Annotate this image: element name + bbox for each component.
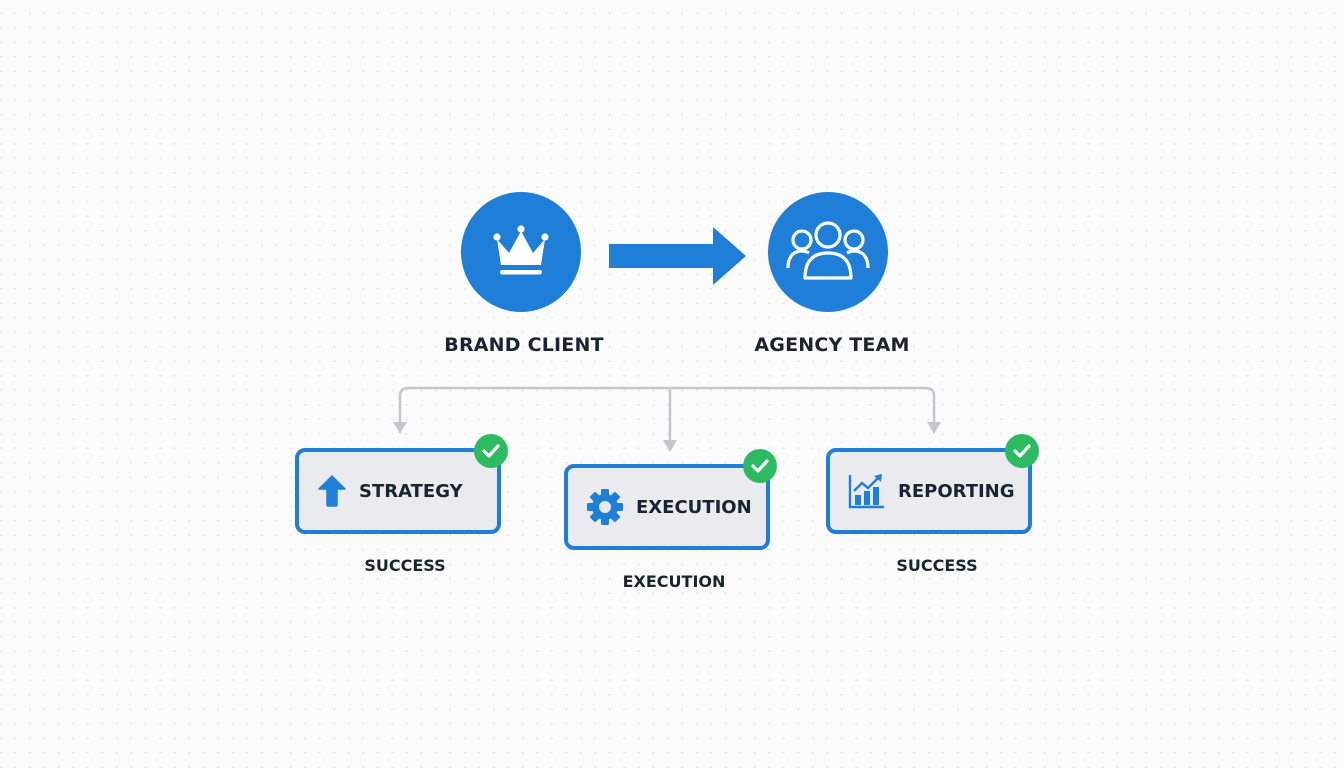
gear-icon — [587, 489, 623, 525]
users-group-icon — [786, 221, 870, 280]
crown-icon — [493, 225, 549, 275]
arrow-up-icon — [318, 475, 346, 507]
chart-growth-icon — [848, 474, 884, 509]
execution-caption: EXECUTION — [622, 572, 726, 591]
brand-client-label: BRAND CLIENT — [444, 334, 604, 356]
execution-card-label: EXECUTION — [636, 496, 752, 518]
agency-team-label: AGENCY TEAM — [754, 334, 910, 356]
execution-card[interactable]: EXECUTION — [564, 464, 770, 550]
connector-lines — [393, 386, 941, 442]
flow-arrow — [609, 227, 746, 285]
check-icon — [1005, 434, 1039, 468]
strategy-card[interactable]: STRATEGY — [295, 448, 501, 534]
arrowhead-strategy — [393, 422, 407, 434]
strategy-card-label: STRATEGY — [359, 480, 463, 502]
strategy-caption: SUCCESS — [364, 556, 446, 575]
agency-team-node — [768, 192, 888, 312]
check-icon — [743, 449, 777, 483]
reporting-card[interactable]: REPORTING — [826, 448, 1032, 534]
check-icon — [474, 434, 508, 468]
arrowhead-execution — [663, 440, 677, 452]
arrowhead-reporting — [927, 422, 941, 434]
reporting-caption: SUCCESS — [896, 556, 978, 575]
brand-client-node — [461, 192, 581, 312]
reporting-card-label: REPORTING — [898, 480, 1015, 502]
